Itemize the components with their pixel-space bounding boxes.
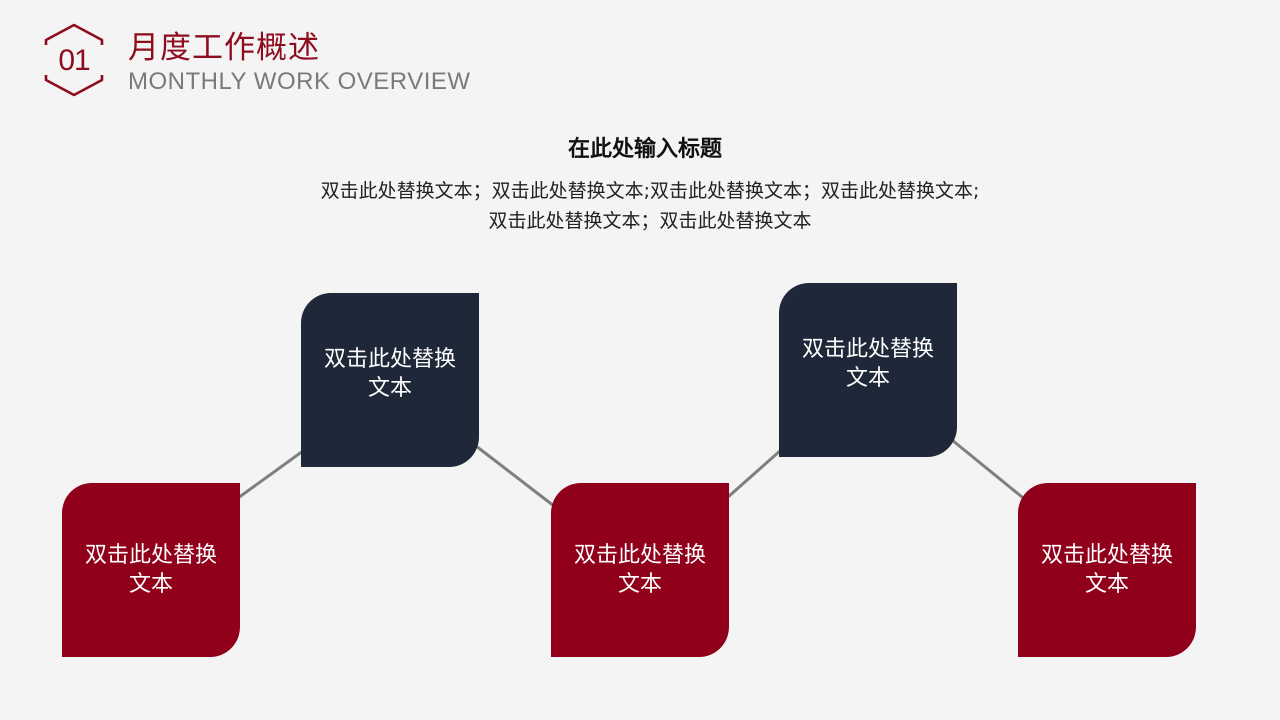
section-body-line-1: 双击此处替换文本；双击此处替换文本;双击此处替换文本；双击此处替换文本;	[320, 180, 980, 202]
connector-line-4	[950, 438, 1024, 499]
section-heading: 在此处输入标题	[567, 137, 722, 162]
hexagon-icon	[44, 23, 104, 97]
section-number-badge: 01	[41, 23, 107, 97]
step-card-3[interactable]: 双击此处替换 文本	[551, 483, 729, 657]
step-card-4-line-1: 双击此处替换	[801, 337, 934, 362]
step-card-1[interactable]: 双击此处替换 文本	[62, 483, 240, 657]
page-subtitle: MONTHLY WORK OVERVIEW	[128, 68, 471, 95]
step-card-1-line-2: 文本	[128, 572, 173, 597]
connector-line-2	[474, 444, 556, 508]
step-card-4[interactable]: 双击此处替换 文本	[779, 283, 957, 457]
connector-line-3	[726, 448, 783, 499]
section-body: 双击此处替换文本；双击此处替换文本;双击此处替换文本；双击此处替换文本; 双击此…	[260, 176, 1040, 236]
page-title: 月度工作概述	[128, 30, 320, 66]
section-body-line-2: 双击此处替换文本；双击此处替换文本	[488, 210, 812, 232]
step-card-2-line-2: 文本	[367, 376, 412, 401]
connector-line-1	[236, 449, 305, 500]
step-card-3-line-2: 文本	[617, 572, 662, 597]
step-card-5-line-1: 双击此处替换	[1040, 543, 1173, 568]
section-number: 01	[58, 44, 90, 77]
step-card-3-line-1: 双击此处替换	[573, 543, 706, 568]
step-card-5[interactable]: 双击此处替换 文本	[1018, 483, 1196, 657]
step-card-1-line-1: 双击此处替换	[84, 543, 217, 568]
step-card-4-line-2: 文本	[845, 366, 890, 391]
step-card-2[interactable]: 双击此处替换 文本	[301, 293, 479, 467]
step-card-5-line-2: 文本	[1084, 572, 1129, 597]
step-card-2-line-1: 双击此处替换	[323, 347, 456, 372]
